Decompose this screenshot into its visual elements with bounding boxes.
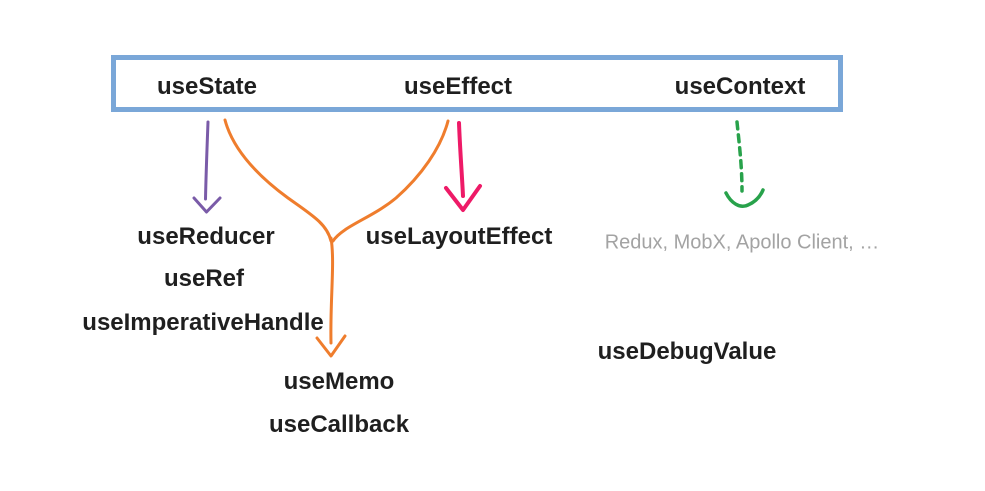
label-usereducer: useReducer bbox=[137, 223, 275, 250]
arrow-useeffect-to-uselayouteffect-head bbox=[444, 184, 482, 212]
arrow-orange-stem-head bbox=[315, 334, 347, 358]
label-usememo: useMemo bbox=[283, 368, 395, 395]
arrow-orange-stem bbox=[329, 236, 335, 345]
arrow-usestate-to-usereducer-head bbox=[192, 196, 222, 214]
label-usestate: useState bbox=[156, 73, 258, 100]
label-usecallback: useCallback bbox=[268, 411, 410, 438]
label-useimperativehandle: useImperativeHandle bbox=[82, 309, 324, 336]
arrow-usecontext-to-libraries bbox=[735, 120, 744, 193]
label-usecontext: useContext bbox=[674, 73, 806, 100]
arrow-orange-right-branch bbox=[331, 119, 450, 243]
basic-hooks-box bbox=[111, 55, 843, 112]
label-uselayouteffect: useLayoutEffect bbox=[365, 223, 553, 250]
label-context-libraries: Redux, MobX, Apollo Client, … bbox=[604, 231, 880, 254]
arrow-usestate-to-usereducer bbox=[204, 120, 210, 201]
label-useeffect: useEffect bbox=[403, 73, 513, 100]
label-useref: useRef bbox=[163, 265, 245, 292]
arrow-useeffect-to-uselayouteffect bbox=[457, 121, 465, 198]
arrow-usecontext-to-libraries-head bbox=[724, 188, 765, 208]
arrow-orange-left-branch bbox=[223, 118, 333, 243]
label-usedebugvalue: useDebugValue bbox=[597, 338, 777, 365]
